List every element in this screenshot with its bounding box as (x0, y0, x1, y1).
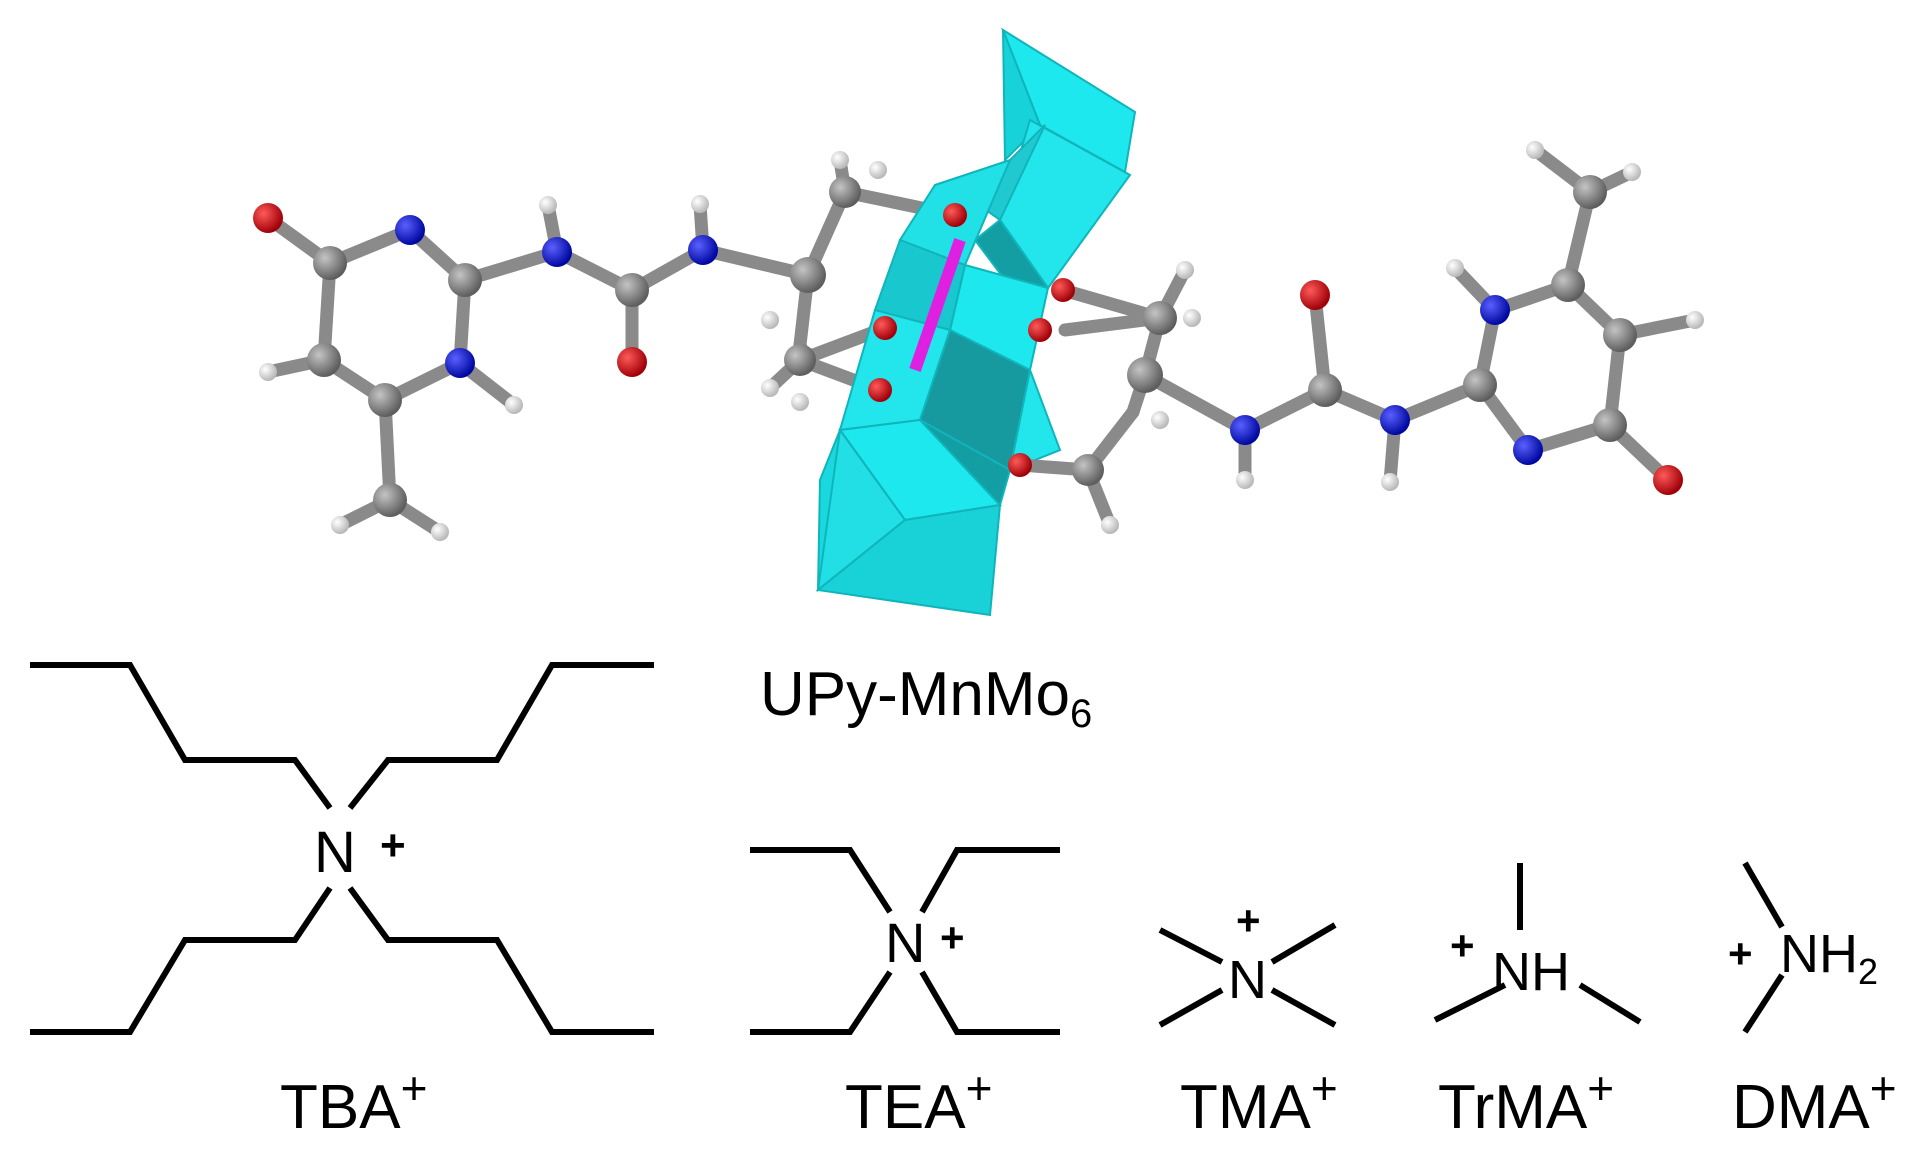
trma-nitrogen-label: NH (1492, 942, 1570, 1002)
tba-nitrogen-label: N (314, 820, 356, 885)
trma-structure: + NH (1433, 863, 1642, 1025)
dma-label: DMA+ (1732, 1062, 1897, 1142)
complex-label: UPy-MnMo6 (760, 660, 1092, 736)
tma-structure: + N (1158, 897, 1337, 1028)
tea-label: TEA+ (845, 1062, 992, 1142)
upy-mnmo6-model (253, 27, 1704, 617)
right-upy-atoms (1230, 141, 1704, 495)
tma-nitrogen-label: N (1228, 950, 1267, 1010)
left-upy-bonds (261, 197, 815, 539)
dma-nitrogen-charge: + (1728, 930, 1753, 977)
trma-label: TrMA+ (1438, 1062, 1614, 1142)
tma-label: TMA+ (1180, 1062, 1338, 1142)
tea-nitrogen-label: N (885, 911, 925, 974)
right-upy-bonds (1238, 143, 1702, 489)
left-upy-atoms (253, 195, 718, 541)
tba-structure: N + (30, 662, 654, 1035)
tba-label: TBA+ (280, 1062, 427, 1142)
right-tris-bonds (1013, 263, 1252, 532)
dma-nitrogen-label: NH2 (1780, 924, 1878, 992)
trma-nitrogen-charge: + (1450, 922, 1475, 969)
tea-nitrogen-charge: + (940, 914, 965, 961)
tea-structure: N + (750, 847, 1060, 1035)
tma-nitrogen-charge: + (1236, 897, 1261, 944)
left-tris-atoms (761, 151, 967, 411)
right-tris-atoms (1008, 261, 1201, 534)
dma-structure: + NH2 (1728, 861, 1878, 1034)
tba-nitrogen-charge: + (380, 821, 406, 870)
